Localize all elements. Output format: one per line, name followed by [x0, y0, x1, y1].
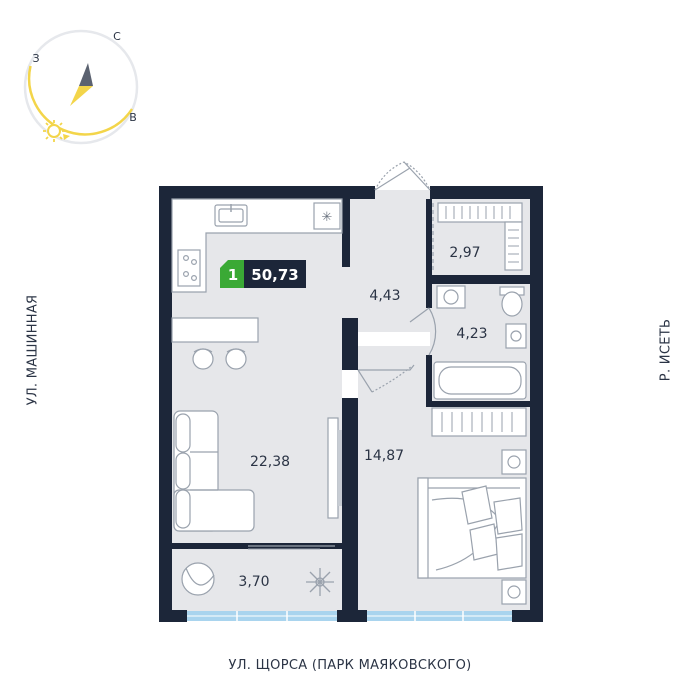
pillow-4 [495, 533, 523, 571]
wall-bottom-left [159, 610, 187, 622]
pillow-1 [461, 485, 493, 525]
street-label-bottom: УЛ. ЩОРСА (ПАРК МАЯКОВСКОГО) [228, 658, 472, 673]
hall-floor [342, 190, 430, 332]
street-label-right: Р. ИСЕТЬ [658, 318, 674, 382]
storage-shelf-top [437, 202, 523, 223]
wardrobe [431, 407, 527, 437]
svg-text:✳: ✳ [322, 210, 333, 225]
compass-needle-south [70, 86, 93, 106]
wall-bottom-right [512, 610, 543, 622]
wall-storage-bath [426, 275, 530, 284]
nightstand-1 [501, 449, 527, 475]
toilet [499, 286, 525, 317]
compass-east-label: В [129, 111, 137, 124]
total-area: 50,73 [251, 266, 298, 284]
nightstand-2 [501, 579, 527, 605]
compass-ring [23, 29, 139, 145]
wall-top-left [159, 186, 375, 199]
windows [187, 611, 512, 621]
area-badge [244, 260, 306, 288]
area-bedroom: 14,87 [364, 448, 404, 464]
rooms-badge [220, 260, 244, 288]
wall-living-hall-upper [342, 199, 350, 267]
wall-bottom-mid [337, 610, 367, 622]
furniture: ✳ [171, 198, 527, 605]
compass-sun-arc [27, 65, 134, 136]
wall-left [159, 186, 172, 622]
area-bathroom: 4,23 [456, 326, 487, 342]
street-label-left: УЛ. МАШИННАЯ [25, 294, 41, 406]
compass-west-label: З [32, 52, 39, 65]
armchair [181, 562, 215, 596]
fridge [313, 202, 341, 230]
area-balcony: 3,70 [238, 574, 269, 590]
wall-right [530, 186, 543, 622]
wall-storage-left [426, 199, 432, 277]
rooms-count: 1 [228, 266, 238, 284]
washing-machine [436, 285, 466, 309]
bar-stool-2 [225, 348, 247, 370]
area-living: 22,38 [250, 454, 290, 470]
bar-stool-1 [192, 348, 214, 370]
wall-bath-left-b [426, 355, 432, 401]
plant-icon [306, 568, 334, 596]
room-areas: 22,38 4,43 2,97 4,23 14,87 3,70 [238, 245, 487, 590]
doors [248, 161, 437, 550]
compass-needle-north [79, 63, 93, 86]
tv-unit [327, 417, 339, 519]
compass-north-label: С [113, 30, 121, 43]
pillow-2 [469, 523, 499, 561]
wall-bath-bedroom [426, 401, 530, 407]
washbasin [505, 323, 527, 349]
compass: С З В [23, 29, 139, 145]
wall-top-right [430, 186, 543, 199]
area-storage: 2,97 [449, 245, 480, 261]
pillow-3 [493, 497, 523, 535]
hob [177, 249, 201, 287]
wall-living-bedroom-b [342, 398, 358, 610]
wall-bath-left-a [426, 284, 432, 308]
sun-icon [43, 120, 65, 142]
walls [159, 186, 543, 622]
wall-living-bedroom-a [342, 318, 358, 370]
area-hall: 4,43 [369, 288, 400, 304]
bar-counter [171, 317, 259, 343]
apartment-badge: 1 50,73 [220, 260, 306, 288]
bathtub [433, 361, 527, 400]
